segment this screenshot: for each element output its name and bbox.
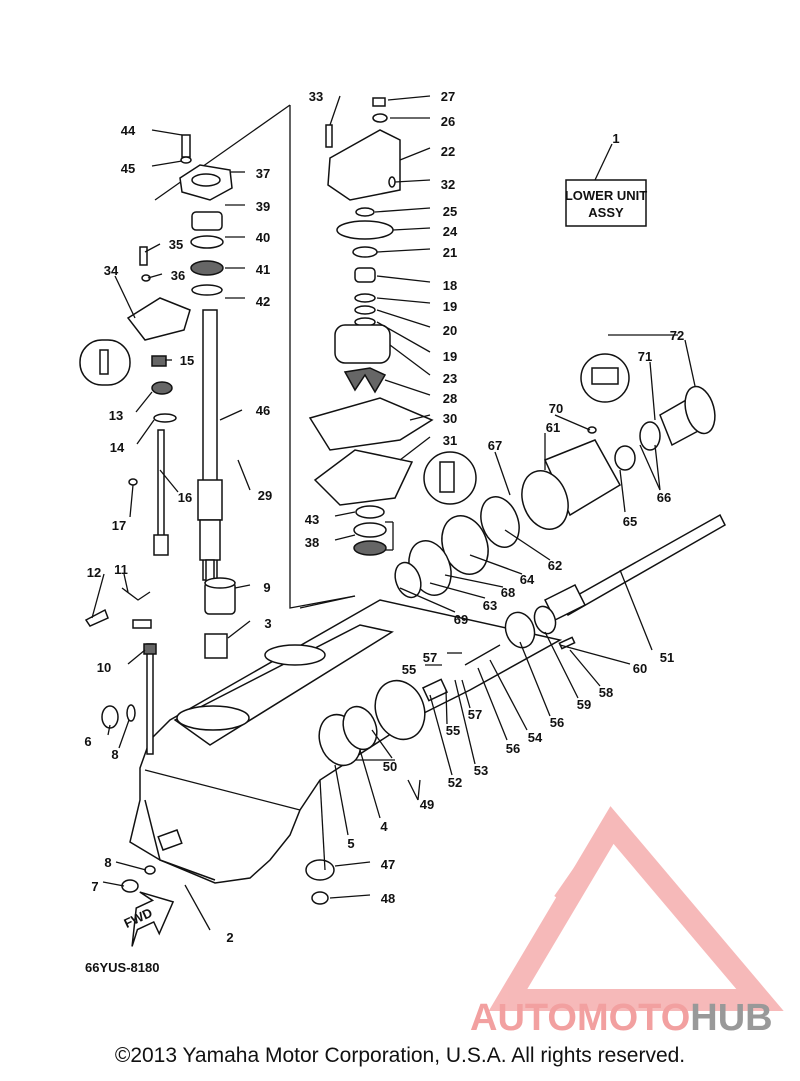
label-line1: LOWER UNIT — [565, 188, 647, 203]
callout-c6: 6 — [84, 734, 91, 749]
callout-c61: 61 — [546, 420, 560, 435]
callout-c38: 38 — [305, 535, 319, 550]
callout-c57b: 57 — [468, 707, 482, 722]
lower-unit-label: LOWER UNIT ASSY — [565, 179, 647, 227]
callout-c36: 36 — [171, 268, 185, 283]
watermark-text-part1: AUTOMOTO — [470, 997, 690, 1039]
callout-c50: 50 — [383, 759, 397, 774]
callout-c62: 62 — [548, 558, 562, 573]
callout-c1: 1 — [612, 131, 619, 146]
diagram-code: 66YUS-8180 — [85, 960, 159, 975]
watermark-text: AUTOMOTOHUB — [470, 997, 773, 1039]
water-pump-assembly — [308, 97, 434, 556]
callout-c32: 32 — [441, 177, 455, 192]
callout-c16: 16 — [178, 490, 192, 505]
callout-c65: 65 — [623, 514, 637, 529]
callout-c24: 24 — [443, 224, 458, 239]
callout-c49: 49 — [420, 797, 434, 812]
callout-c27: 27 — [441, 89, 455, 104]
gear-parts — [305, 605, 576, 905]
callout-c35: 35 — [169, 237, 183, 252]
callout-c10: 10 — [97, 660, 111, 675]
label-line2: ASSY — [588, 205, 624, 220]
callout-c5: 5 — [347, 836, 354, 851]
callout-c68: 68 — [501, 585, 515, 600]
callout-c4: 4 — [380, 819, 388, 834]
callout-c9: 9 — [263, 580, 270, 595]
callout-c26: 26 — [441, 114, 455, 129]
callout-c28: 28 — [443, 391, 457, 406]
drive-shaft — [197, 309, 223, 586]
callout-c8a: 8 — [111, 747, 118, 762]
callout-c33: 33 — [309, 89, 323, 104]
callout-c51: 51 — [660, 650, 674, 665]
callout-c55a: 55 — [402, 662, 416, 677]
callout-c42: 42 — [256, 294, 270, 309]
callout-c29: 29 — [258, 488, 272, 503]
callout-c19b: 19 — [443, 349, 457, 364]
callout-c30: 30 — [443, 411, 457, 426]
callout-c72: 72 — [670, 328, 684, 343]
leader-lines — [91, 95, 696, 931]
callout-c34: 34 — [104, 263, 119, 278]
callout-c43: 43 — [305, 512, 319, 527]
watermark-logo — [488, 806, 784, 1011]
callout-c17: 17 — [112, 518, 126, 533]
callout-c20: 20 — [443, 323, 457, 338]
callout-c23: 23 — [443, 371, 457, 386]
callout-c14: 14 — [110, 440, 125, 455]
callout-c54: 54 — [528, 730, 543, 745]
callout-c56a: 56 — [550, 715, 564, 730]
callout-c18: 18 — [443, 278, 457, 293]
callout-c48: 48 — [381, 891, 395, 906]
fwd-arrow: FWD — [122, 891, 175, 947]
callout-c55b: 55 — [446, 723, 460, 738]
callout-c52: 52 — [448, 775, 462, 790]
callout-c11: 11 — [114, 562, 128, 577]
callout-c22: 22 — [441, 144, 455, 159]
driveshaft-housing-parts — [126, 134, 233, 341]
callout-c66: 66 — [657, 490, 671, 505]
callout-c45: 45 — [121, 161, 135, 176]
callout-c71: 71 — [638, 349, 652, 364]
callout-c8b: 8 — [104, 855, 111, 870]
copyright-notice: ©2013 Yamaha Motor Corporation, U.S.A. A… — [114, 1044, 686, 1067]
callout-c69: 69 — [454, 612, 468, 627]
callout-c39: 39 — [256, 199, 270, 214]
callout-c56b: 56 — [506, 741, 520, 756]
shift-rod-assembly — [79, 339, 177, 755]
callout-c21: 21 — [443, 245, 457, 260]
callout-c60: 60 — [633, 661, 647, 676]
callout-c12: 12 — [87, 565, 101, 580]
callout-c19a: 19 — [443, 299, 457, 314]
propeller-shaft — [543, 513, 726, 622]
callout-c47: 47 — [381, 857, 395, 872]
callout-c31: 31 — [443, 433, 457, 448]
callout-c58: 58 — [599, 685, 613, 700]
callout-c40: 40 — [256, 230, 270, 245]
callout-c41: 41 — [256, 262, 270, 277]
callout-c37: 37 — [256, 166, 270, 181]
callout-c67: 67 — [488, 438, 502, 453]
callout-c57a: 57 — [423, 650, 437, 665]
callout-c3: 3 — [264, 616, 271, 631]
bearing-parts — [101, 577, 236, 893]
callout-c59: 59 — [577, 697, 591, 712]
detail-insets — [423, 353, 630, 505]
callout-c53: 53 — [474, 763, 488, 778]
callout-c15: 15 — [180, 353, 194, 368]
callout-c7: 7 — [91, 879, 98, 894]
callout-c25: 25 — [443, 204, 457, 219]
callout-c2: 2 — [226, 930, 233, 945]
callout-c70: 70 — [549, 401, 563, 416]
callout-numbers: 1234567889101112131415161718191920212223… — [84, 89, 684, 945]
callout-c46: 46 — [256, 403, 270, 418]
callout-c44: 44 — [121, 123, 136, 138]
propeller-shaft-housing — [394, 385, 716, 599]
watermark-text-part2: HUB — [690, 997, 772, 1039]
callout-c13: 13 — [109, 408, 123, 423]
callout-c63: 63 — [483, 598, 497, 613]
callout-c64: 64 — [520, 572, 535, 587]
